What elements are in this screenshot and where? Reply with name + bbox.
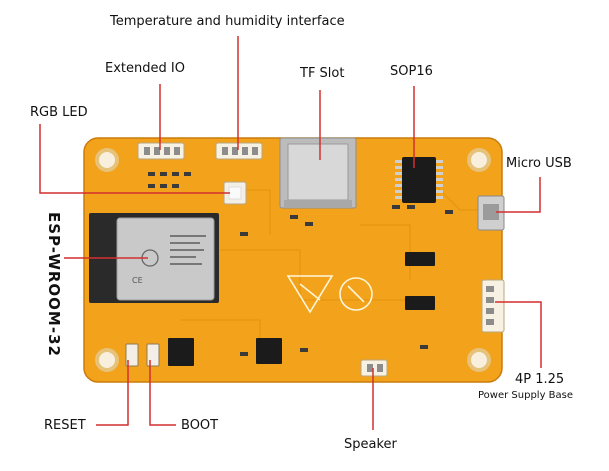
callout-line-boot [149,360,176,426]
usb-uart-chip [168,338,194,366]
rohs-logo-icon [339,277,373,311]
label-esp-wroom-32: ESP-WROOM-32 [41,212,65,362]
power-connector-4p [481,279,505,333]
label-extended-io: Extended IO [105,61,185,76]
label-sop16: SOP16 [390,64,433,79]
callout-line-rgb-led [39,124,230,194]
callout-line-micro-usb [496,177,541,213]
speaker-connector [360,359,388,377]
callout-line-reset [96,360,129,426]
ce-logo-icon: CE [132,276,143,285]
tf-card-slot [279,137,357,209]
label-esp-wroom-32-text: ESP-WROOM-32 [45,212,63,357]
extended-io-connector [137,142,185,160]
callout-line-power-connector [495,301,542,368]
label-micro-usb: Micro USB [506,156,572,171]
label-reset: RESET [44,418,86,433]
label-power-connector-sub: Power Supply Base [478,390,574,401]
mounting-hole [95,148,491,372]
triangle-logo-icon [286,275,334,314]
label-tf-slot: TF Slot [300,66,345,81]
label-boot: BOOT [181,418,219,433]
label-speaker: Speaker [344,437,397,452]
label-power-connector: 4P 1.25 [515,372,565,387]
boot-button-part [146,343,160,367]
label-rgb-led: RGB LED [30,105,88,120]
micro-usb-port [477,195,505,231]
label-temperature-humidity: Temperature and humidity interface [110,14,345,29]
reset-button-part [125,343,139,367]
temp-humidity-connector [215,142,263,160]
esp-wroom-32-module: CE [89,213,219,303]
sop16-chip [395,157,443,203]
